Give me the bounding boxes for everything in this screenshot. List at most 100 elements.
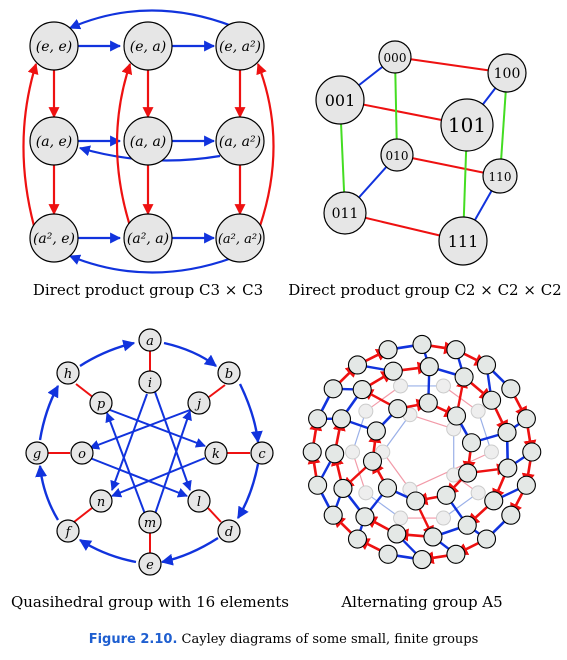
a5-node (308, 409, 328, 429)
svg-text:100: 100 (494, 66, 521, 82)
node-m: m (138, 510, 162, 534)
a5-node (522, 442, 542, 462)
a5-node (325, 444, 345, 464)
svg-text:101: 101 (448, 113, 486, 137)
a5-node (482, 390, 502, 410)
a5-node (333, 478, 353, 499)
svg-text:p: p (97, 397, 106, 412)
node-a2-a: (a², a) (123, 213, 173, 263)
a5-node (419, 357, 439, 377)
a5-node (412, 334, 432, 354)
svg-text:o: o (78, 447, 86, 462)
node-l: l (187, 489, 211, 513)
svg-text:011: 011 (332, 206, 359, 222)
node-110: 110 (482, 158, 518, 194)
node-e-a: (e, a) (123, 21, 173, 71)
svg-text:n: n (97, 495, 105, 510)
a5-back-node (470, 485, 486, 501)
node-d: d (217, 519, 241, 543)
svg-text:f: f (65, 525, 73, 540)
node-c: c (250, 441, 274, 465)
a5-node (476, 529, 497, 549)
svg-text:(a, e): (a, e) (36, 134, 72, 150)
a5-back-node (483, 444, 499, 460)
svg-text:j: j (194, 397, 201, 412)
a5-back-node (393, 510, 409, 526)
svg-text:010: 010 (386, 149, 409, 163)
a5-node (308, 475, 328, 495)
a5-node (347, 355, 368, 375)
node-010: 010 (380, 138, 414, 172)
a5-node (498, 458, 518, 478)
svg-text:k: k (212, 447, 220, 462)
caption-a5: Alternating group A5 (340, 593, 502, 611)
svg-text:b: b (225, 367, 233, 382)
a5-node (331, 409, 352, 429)
svg-text:l: l (197, 495, 201, 510)
node-p: p (89, 391, 113, 415)
a5-node (516, 475, 536, 495)
a5-back-edge (409, 414, 455, 431)
node-a-a2: (a, a²) (215, 116, 265, 166)
svg-text:(a², a): (a², a) (127, 231, 169, 247)
a5-node (362, 451, 383, 471)
node-b: b (217, 361, 241, 385)
node-f: f (56, 519, 80, 543)
figure-caption: Figure 2.10. Cayley diagrams of some sma… (0, 632, 567, 647)
a5-node (501, 379, 521, 399)
a5-node (378, 544, 398, 564)
a5-node (347, 529, 368, 549)
node-000: 000 (378, 40, 412, 74)
node-e-e: (e, e) (29, 21, 79, 71)
a5-node (383, 361, 403, 381)
a5-node (355, 507, 375, 527)
a5-back-node (358, 485, 374, 501)
a5-diagram (302, 334, 542, 570)
node-a-e: (a, e) (29, 116, 79, 166)
svg-text:(a, a): (a, a) (130, 134, 167, 150)
svg-text:(e, e): (e, e) (36, 39, 72, 55)
node-100: 100 (487, 53, 527, 93)
caption-quasihedral: Quasihedral group with 16 elements (11, 593, 289, 611)
a5-back-node (435, 378, 451, 394)
a5-node (302, 442, 322, 462)
a5-node (388, 399, 408, 419)
a5-node (516, 409, 536, 429)
caption-cube: Direct product group C2 × C2 × C2 (288, 281, 561, 299)
svg-text:(e, a²): (e, a²) (219, 39, 261, 55)
a5-node (323, 505, 343, 525)
svg-text:g: g (33, 447, 41, 462)
node-a2-a2: (a², a²) (215, 213, 265, 263)
a5-back-node (435, 510, 451, 526)
quasihedral-diagram: a b c d e f g h i j k l m n o p (25, 328, 274, 576)
svg-text:000: 000 (384, 51, 407, 65)
a5-node (497, 422, 517, 443)
figure-canvas: (e, e) (e, a) (e, a²) (a, e) (a, a) (a, … (11, 9, 562, 611)
node-101: 101 (440, 98, 494, 152)
a5-back-node (393, 378, 409, 394)
node-a: a (138, 328, 162, 352)
a5-node (446, 544, 466, 564)
svg-text:110: 110 (489, 170, 512, 184)
a5-node (446, 340, 466, 360)
figure-caption-text: Cayley diagrams of some small, finite gr… (181, 632, 479, 647)
c3xc3-diagram: (e, e) (e, a) (e, a²) (a, e) (a, a) (a, … (22, 9, 275, 274)
a5-back-edge (382, 451, 411, 490)
svg-text:111: 111 (448, 232, 479, 251)
node-e-a2: (e, a²) (215, 21, 265, 71)
svg-text:c: c (258, 447, 266, 462)
svg-text:(a, a²): (a, a²) (219, 134, 261, 150)
node-a2-e: (a², e) (29, 213, 79, 263)
node-k: k (204, 441, 228, 465)
svg-text:h: h (64, 367, 72, 382)
svg-text:(a², a²): (a², a²) (218, 232, 262, 247)
a5-node (458, 463, 478, 483)
svg-text:(e, a): (e, a) (130, 39, 166, 55)
a5-back-edge (382, 414, 411, 453)
a5-node (387, 524, 407, 544)
svg-text:m: m (144, 516, 156, 531)
a5-back-node (358, 403, 374, 419)
node-o: o (70, 441, 94, 465)
a5-node (446, 406, 467, 426)
svg-text:i: i (148, 376, 152, 391)
